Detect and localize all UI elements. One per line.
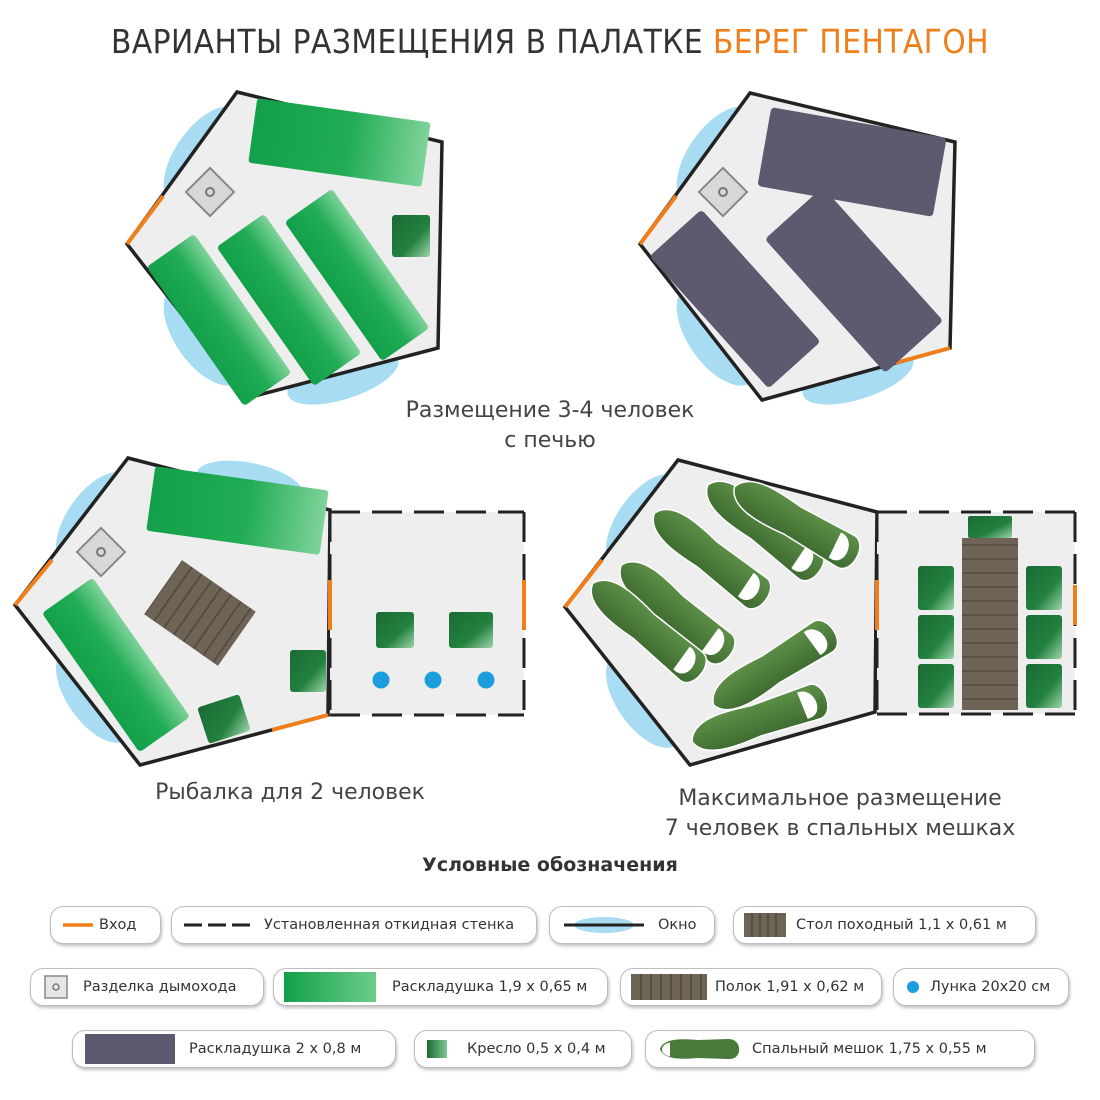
caption-max: Максимальное размещение 7 человек в спал… (630, 784, 1050, 844)
shelf-icon (631, 974, 707, 1000)
cot-icon (248, 98, 431, 187)
cot-gray-icon (651, 211, 819, 387)
caption-top: Размещение 3-4 человек с печью (360, 396, 740, 456)
table-icon (144, 560, 256, 666)
hole-icon (477, 671, 495, 689)
cot-gray-icon (758, 107, 946, 217)
chair-icon (1026, 615, 1062, 659)
legend-title: Условные обозначения (422, 854, 678, 876)
chair-icon (918, 664, 954, 708)
legend-window-label: Окно (658, 917, 697, 933)
plan-3-4-green (124, 90, 444, 405)
chimney-icon (184, 166, 236, 218)
caption-top-line2: с печью (504, 428, 596, 453)
hole-icon (372, 671, 390, 689)
legend-hole-label: Лунка 20х20 см (930, 979, 1051, 995)
hole-icon (907, 981, 919, 993)
caption-fishing: Рыбалка для 2 человек (155, 780, 425, 805)
sleeping-bag-icon (733, 480, 861, 570)
plan-fishing (12, 456, 526, 767)
legend-wall-label: Установленная откидная стенка (264, 917, 515, 933)
chair-icon (427, 1040, 447, 1058)
cot-gray-icon (85, 1034, 175, 1064)
sleeping-bag-icon (652, 508, 772, 610)
caption-max-line2: 7 человек в спальных мешках (664, 816, 1016, 841)
cot-icon (218, 215, 360, 385)
legend-cot-gray-label: Раскладушка 2 х 0,8 м (189, 1041, 362, 1057)
chair-icon (392, 215, 430, 257)
plan-3-4-gray (637, 91, 957, 405)
entrance-line-icon (638, 194, 678, 246)
sleeping-bag-icon (691, 683, 829, 751)
sleeping-bag-icon (712, 619, 839, 711)
legend-window: Окно (549, 906, 715, 944)
shelf-icon (962, 538, 1018, 710)
entrance-line-icon (125, 194, 165, 246)
legend-shelf-label: Полок 1,91 х 0,62 м (715, 979, 865, 995)
legend-wall: Установленная откидная стенка (171, 906, 537, 944)
legend-cot-green-label: Раскладушка 1,9 х 0,65 м (392, 979, 588, 995)
hole-icon (424, 671, 442, 689)
legend-hole: Лунка 20х20 см (893, 968, 1069, 1006)
legend-cot-green: Раскладушка 1,9 х 0,65 м (273, 968, 608, 1006)
caption-top-line1: Размещение 3-4 человек (405, 398, 695, 423)
chair-icon (290, 650, 326, 692)
tent-plans (12, 90, 1077, 768)
legend-chair-label: Кресло 0,5 х 0,4 м (467, 1041, 606, 1057)
chimney-icon (697, 166, 749, 218)
legend-chimney-label: Разделка дымохода (83, 979, 237, 995)
title-accent: БЕРЕГ ПЕНТАГОН (713, 22, 990, 61)
legend-shelf: Полок 1,91 х 0,62 м (620, 968, 882, 1006)
window-icon (564, 917, 644, 933)
legend-chair: Кресло 0,5 х 0,4 м (414, 1030, 632, 1068)
entrance-line-icon (63, 923, 93, 927)
chair-icon (449, 612, 493, 648)
cot-icon (43, 579, 189, 751)
sleeping-bag-icon (590, 579, 708, 684)
legend-entrance: Вход (50, 906, 161, 944)
title-main: ВАРИАНТЫ РАЗМЕЩЕНИЯ В ПАЛАТКЕ (110, 22, 704, 61)
cot-gray-icon (766, 188, 942, 372)
table-icon (744, 913, 786, 937)
chair-icon (197, 694, 251, 744)
legend-table: Стол походный 1,1 х 0,61 м (733, 906, 1036, 944)
chair-icon (1026, 566, 1062, 610)
cot-icon (148, 235, 290, 405)
chimney-icon (75, 526, 127, 578)
entrance-line-icon (13, 558, 54, 607)
chair-icon (1026, 664, 1062, 708)
cot-icon (284, 972, 376, 1002)
page-title: ВАРИАНТЫ РАЗМЕЩЕНИЯ В ПАЛАТКЕ БЕРЕГ ПЕНТ… (0, 22, 1100, 61)
legend-table-label: Стол походный 1,1 х 0,61 м (796, 917, 1007, 933)
chimney-icon (44, 975, 68, 999)
sleeping-bag-icon (660, 1038, 740, 1060)
entrance-line-icon (563, 558, 604, 609)
legend-sleeping-bag: Спальный мешок 1,75 х 0,55 м (645, 1030, 1035, 1068)
entrance-line-icon (271, 713, 329, 732)
cot-icon (286, 190, 428, 360)
legend-entrance-label: Вход (99, 917, 137, 933)
caption-max-line1: Максимальное размещение (678, 786, 1002, 811)
cot-icon (146, 466, 329, 555)
plan-max (562, 458, 1077, 768)
chair-icon (918, 566, 954, 610)
chair-icon (376, 612, 414, 648)
chair-icon (968, 516, 1012, 538)
legend-cot-gray: Раскладушка 2 х 0,8 м (72, 1030, 396, 1068)
legend-chimney: Разделка дымохода (30, 968, 264, 1006)
wall-dashed-icon (184, 923, 254, 927)
entrance-line-icon (894, 346, 951, 365)
legend-sleeping-bag-label: Спальный мешок 1,75 х 0,55 м (752, 1041, 987, 1057)
chair-icon (918, 615, 954, 659)
